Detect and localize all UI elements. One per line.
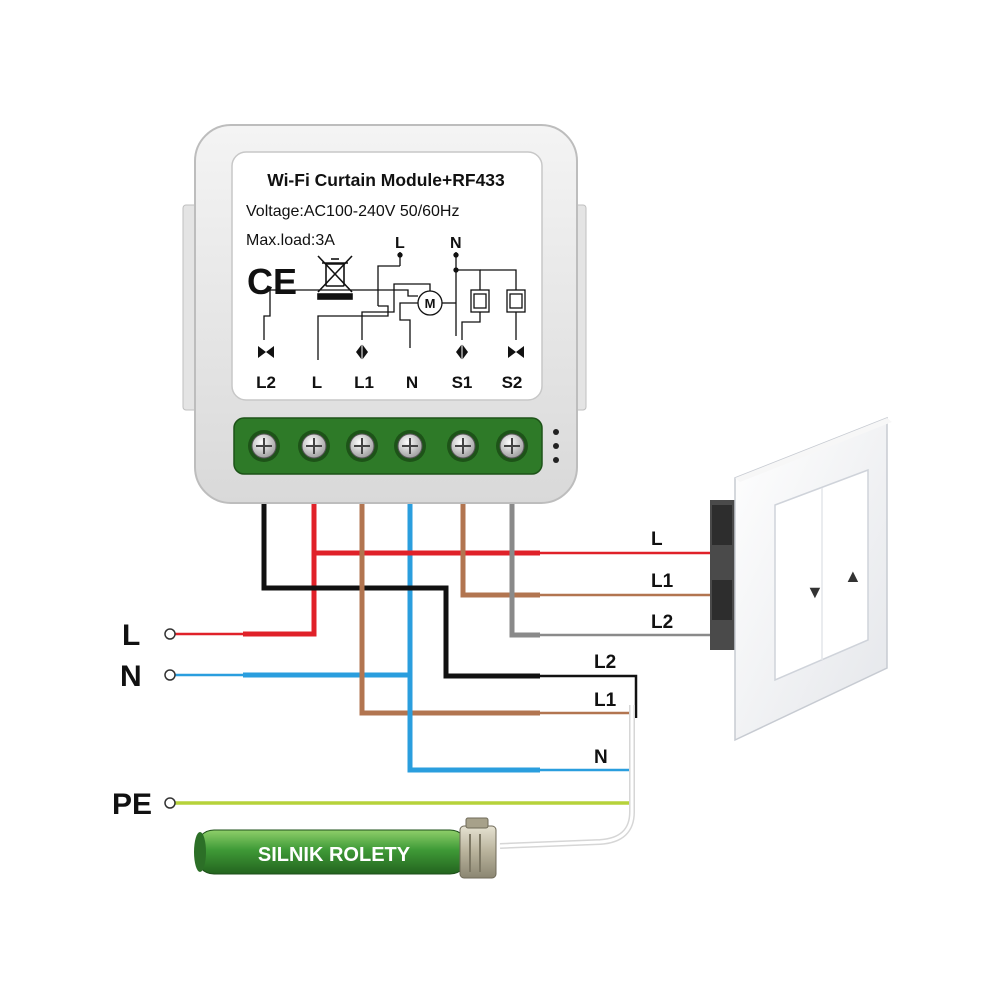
supply-label-l: L [122, 619, 140, 652]
motor-head [459, 825, 497, 879]
switch-wire-label-l2: L2 [651, 612, 673, 633]
supply-terminals: L N PE [112, 619, 176, 821]
module-label-panel [231, 151, 543, 401]
terminal-arrow-s2 [508, 346, 524, 358]
wires [175, 470, 713, 849]
ce-mark-icon: CE [247, 261, 297, 302]
schematic-label-l: L [395, 235, 405, 252]
wire-motor-l2-thick [261, 470, 540, 679]
screw-l2 [248, 430, 280, 462]
motor-wire-labels: L2 L1 N [594, 652, 617, 768]
terminal-labels: L2 L L1 N S1 S2 [256, 373, 522, 392]
switch-wire-label-l: L [651, 529, 663, 550]
screw-s2 [496, 430, 528, 462]
terminal-label-l1: L1 [354, 373, 374, 392]
arrow-up-icon: ▲ [844, 566, 862, 586]
terminal-label-s2: S2 [502, 373, 523, 392]
arrow-down-icon: ▼ [806, 582, 824, 602]
terminal-label-l: L [312, 373, 322, 392]
terminal-screws [248, 430, 528, 462]
motor-wire-label-l2: L2 [594, 652, 616, 673]
motor-cable [499, 705, 635, 849]
module-max-load: Max.load:3A [246, 232, 335, 249]
screw-s1 [447, 430, 479, 462]
supply-label-pe: PE [112, 788, 152, 821]
terminal-label-s1: S1 [452, 373, 473, 392]
terminal-circle-l [164, 628, 176, 640]
wire-motor-l1-thick [359, 470, 540, 716]
wire-supply-l [243, 470, 317, 637]
terminal-label-l2: L2 [256, 373, 276, 392]
indicator-dots [553, 429, 559, 463]
screw-l [298, 430, 330, 462]
wall-switch: ▼ ▲ [710, 416, 892, 742]
terminal-arrow-l2 [258, 346, 274, 358]
motor-symbol: M [425, 296, 436, 311]
weee-bin-icon [317, 255, 353, 300]
wire-motor-l2-thin [540, 674, 638, 718]
supply-label-n: N [120, 660, 142, 693]
terminal-block [233, 417, 543, 475]
schematic-label-n: N [450, 235, 462, 252]
terminal-circle-pe [164, 797, 176, 809]
motor-wire-label-n: N [594, 747, 608, 768]
wire-motor-n-thick [407, 675, 540, 773]
module-voltage: Voltage:AC100-240V 50/60Hz [246, 203, 459, 220]
module-title: Wi-Fi Curtain Module+RF433 [267, 170, 505, 190]
screw-l1 [346, 430, 378, 462]
terminal-label-n: N [406, 373, 418, 392]
wire-switch-l2-thick [509, 470, 540, 638]
tubular-motor: SILNIK ROLETY [194, 817, 497, 879]
motor-label: SILNIK ROLETY [258, 844, 411, 866]
module-schematic: L N M [258, 235, 526, 360]
screw-n [394, 430, 426, 462]
terminal-circle-n [164, 669, 176, 681]
switch-wire-label-l1: L1 [651, 571, 674, 592]
motor-wire-label-l1: L1 [594, 690, 617, 711]
switch-wire-labels: L L1 L2 [651, 529, 674, 633]
curtain-module: Wi-Fi Curtain Module+RF433 Voltage:AC100… [182, 124, 587, 504]
